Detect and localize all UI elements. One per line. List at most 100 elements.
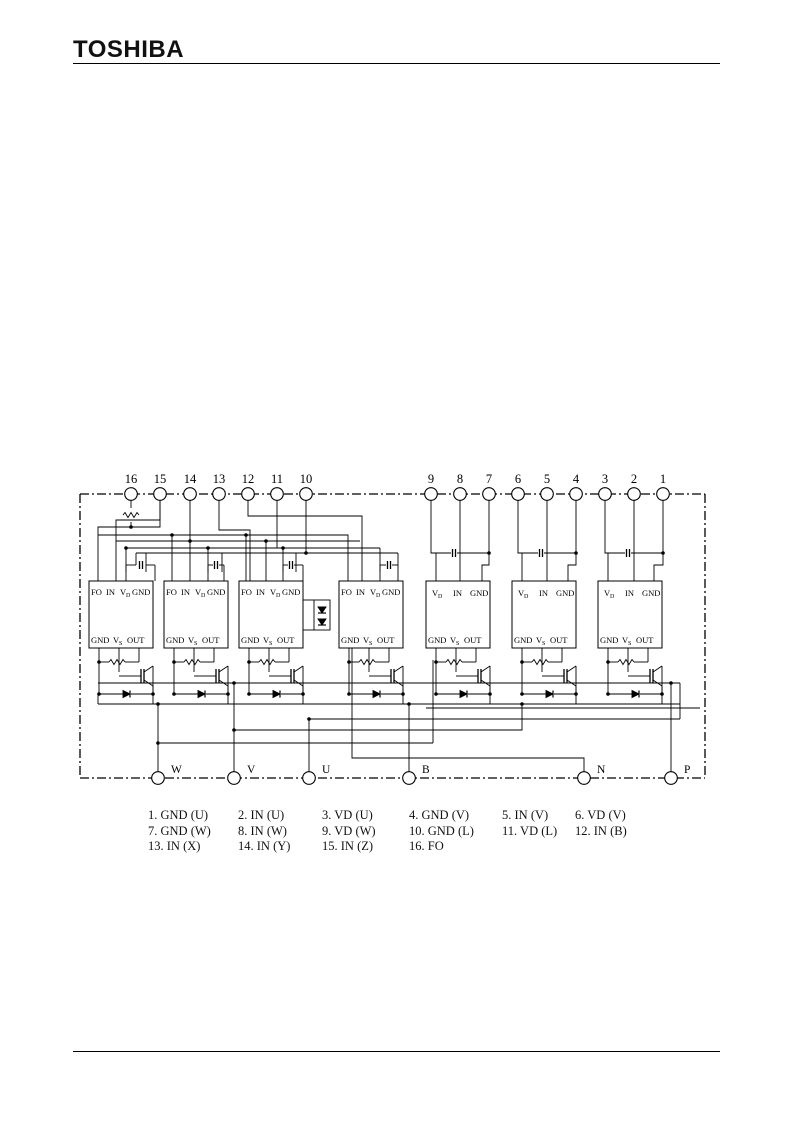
driver-label-gnd: GND (470, 588, 488, 598)
igbt-collector (393, 665, 404, 673)
junction-dot (301, 692, 305, 696)
junction-dot (247, 692, 251, 696)
driver-label-out: OUT (636, 635, 654, 645)
resistor-symbol (183, 658, 201, 666)
legend-item: 13. IN (X) (148, 839, 201, 853)
legend-item: 7. GND (W) (148, 823, 211, 838)
driver-label-in: IN (356, 587, 365, 597)
wire (218, 500, 251, 581)
junction-dot (172, 692, 176, 696)
pin-5-terminal (540, 487, 554, 501)
legend-item: 8. IN (W) (238, 823, 287, 838)
igbt-symbol (640, 665, 663, 687)
terminal-W-label: W (171, 764, 182, 776)
driver-label-vd-sub: D (276, 593, 281, 599)
pin-7-terminal (482, 487, 496, 501)
legend-item: 12. IN (B) (575, 823, 627, 838)
wire (430, 500, 437, 581)
driver-label-vs-sub: S (194, 641, 197, 647)
wire (653, 500, 664, 581)
driver-label-vs-sub: S (269, 641, 272, 647)
legend-item: 15. IN (Z) (322, 839, 374, 853)
wire (97, 526, 131, 581)
pin-12-label: 12 (242, 472, 255, 486)
driver-label-vd: V (604, 588, 611, 598)
terminal-N (577, 771, 591, 785)
pin-8-terminal (453, 487, 467, 501)
pin-11-label: 11 (271, 472, 283, 486)
resistor-symbol (108, 658, 126, 666)
driver-label-vs: V (622, 635, 629, 645)
driver-label-fo: FO (166, 587, 177, 597)
driver-label-vs-sub: S (369, 641, 372, 647)
driver-label-in: IN (256, 587, 265, 597)
pin-10-terminal (299, 487, 313, 501)
igbt-collector (566, 665, 577, 673)
pin-5-label: 5 (544, 472, 550, 486)
driver-label-out: OUT (550, 635, 568, 645)
pin-9-terminal (424, 487, 438, 501)
driver-label-vs: V (263, 635, 270, 645)
pin-16-label: 16 (125, 472, 138, 486)
pin-11-terminal (270, 487, 284, 501)
driver-label-in: IN (539, 588, 548, 598)
legend-item: 5. IN (V) (502, 808, 549, 822)
junction-dot (347, 692, 351, 696)
terminal-U-label: U (322, 764, 331, 776)
terminal-U (302, 771, 316, 785)
diode-symbol (372, 689, 382, 699)
driver-label-vs-sub: S (456, 641, 459, 647)
junction-dot (124, 546, 128, 550)
driver-label-gnd: GND (132, 587, 150, 597)
driver-box (238, 580, 304, 649)
junction-dot (307, 717, 311, 721)
driver-box (163, 580, 229, 649)
driver-box (597, 580, 663, 649)
driver-label-gnd: GND (642, 588, 660, 598)
driver-label-gnd: GND (91, 635, 109, 645)
junction-dot (574, 551, 578, 555)
driver-label-in: IN (106, 587, 115, 597)
driver-label-out: OUT (377, 635, 395, 645)
wire (604, 500, 609, 581)
junction-dot (661, 551, 665, 555)
driver-label-vd: V (370, 587, 377, 597)
driver-label-gnd: GND (514, 635, 532, 645)
driver-label-gnd: GND (282, 587, 300, 597)
wire (131, 500, 161, 528)
junction-dot (520, 692, 524, 696)
driver-label-vs-sub: S (119, 641, 122, 647)
terminal-P-label: P (684, 764, 690, 776)
pin-1-terminal (656, 487, 670, 501)
driver-label-vd: V (270, 587, 277, 597)
junction-dot (488, 692, 492, 696)
junction-dot (226, 692, 230, 696)
driver-label-vd-sub: D (438, 594, 443, 600)
toshiba-logo: TOSHIBA (73, 36, 185, 63)
driver-label-in: IN (453, 588, 462, 598)
driver-label-out: OUT (127, 635, 145, 645)
junction-dot (156, 702, 160, 706)
pin-3-label: 3 (602, 472, 608, 486)
pin-6-terminal (511, 487, 525, 501)
wire (351, 648, 585, 778)
driver-label-vd-sub: D (126, 593, 131, 599)
legend-item: 14. IN (Y) (238, 839, 291, 853)
driver-label-fo: FO (341, 587, 352, 597)
resistor-symbol (531, 658, 549, 666)
legend-item: 10. GND (L) (409, 823, 474, 838)
photo-diode-box (313, 599, 331, 631)
pin-10-label: 10 (300, 472, 313, 486)
pin-14-terminal (183, 487, 197, 501)
diode-symbol (272, 689, 282, 699)
driver-label-out: OUT (277, 635, 295, 645)
wiring (97, 500, 700, 778)
header-rule (73, 63, 720, 64)
pin-4-label: 4 (573, 472, 580, 486)
